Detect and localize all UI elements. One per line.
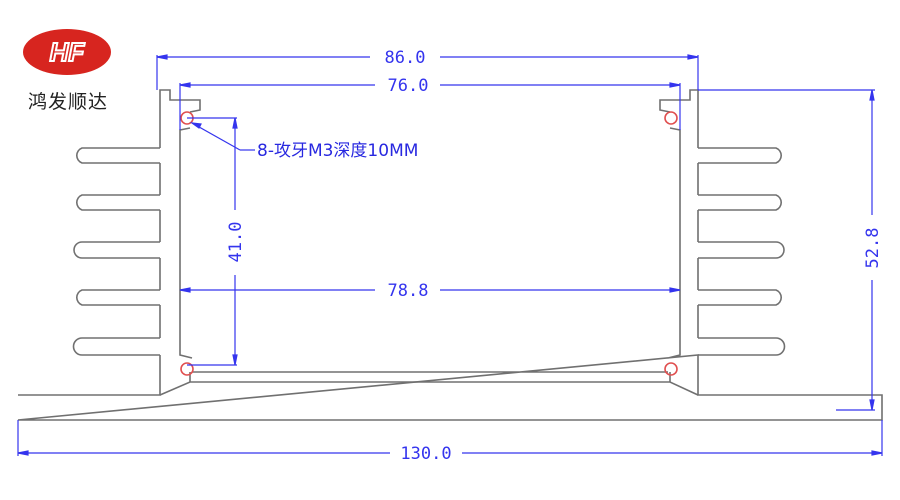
thread-note: 8-攻牙M3深度10MM: [257, 141, 418, 161]
dim-86: 86.0: [385, 48, 426, 68]
right-fins: [698, 147, 786, 356]
dim-41: 41.0: [226, 222, 246, 263]
dim-78-8: 78.8: [388, 281, 429, 301]
left-fins: [72, 147, 160, 356]
company-name: 鸿发顺达: [28, 91, 109, 113]
screw-holes: [180, 111, 678, 376]
heatsink-profile: [17, 89, 883, 421]
dim-76: 76.0: [388, 76, 429, 96]
dim-130: 130.0: [400, 444, 451, 464]
dim-52-8: 52.8: [863, 228, 883, 269]
company-logo: HF: [23, 29, 111, 75]
dimension-lines: [17, 54, 883, 456]
svg-text:HF: HF: [50, 37, 86, 67]
